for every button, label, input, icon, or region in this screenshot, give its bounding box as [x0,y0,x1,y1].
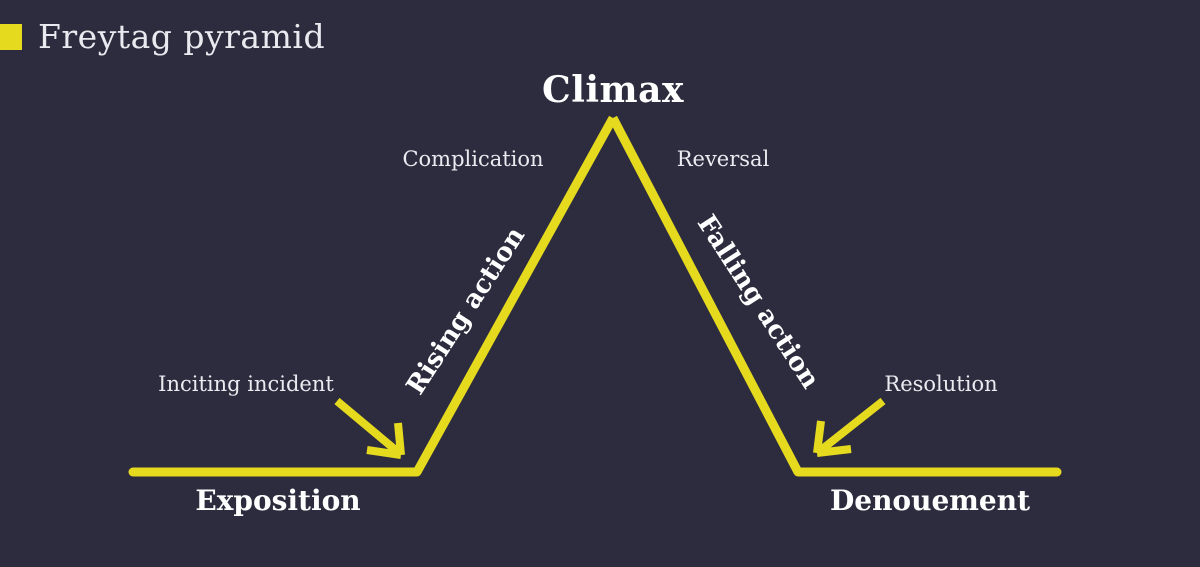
label-inciting-incident: Inciting incident [158,372,334,396]
label-reversal: Reversal [676,147,770,171]
slide-title-row: Freytag pyramid [0,20,325,53]
falling-action-path [609,115,802,475]
page-title: Freytag pyramid [38,17,326,56]
label-climax: Climax [542,69,684,111]
label-denouement: Denouement [829,484,1031,517]
resolution-arrow-icon [813,397,886,457]
label-resolution: Resolution [884,372,998,396]
inciting-incident-arrow-icon [334,397,405,459]
label-complication: Complication [402,147,544,171]
rising-action-path [413,115,617,475]
yellow-square-bullet-icon [0,23,22,50]
label-exposition: Exposition [195,484,361,517]
